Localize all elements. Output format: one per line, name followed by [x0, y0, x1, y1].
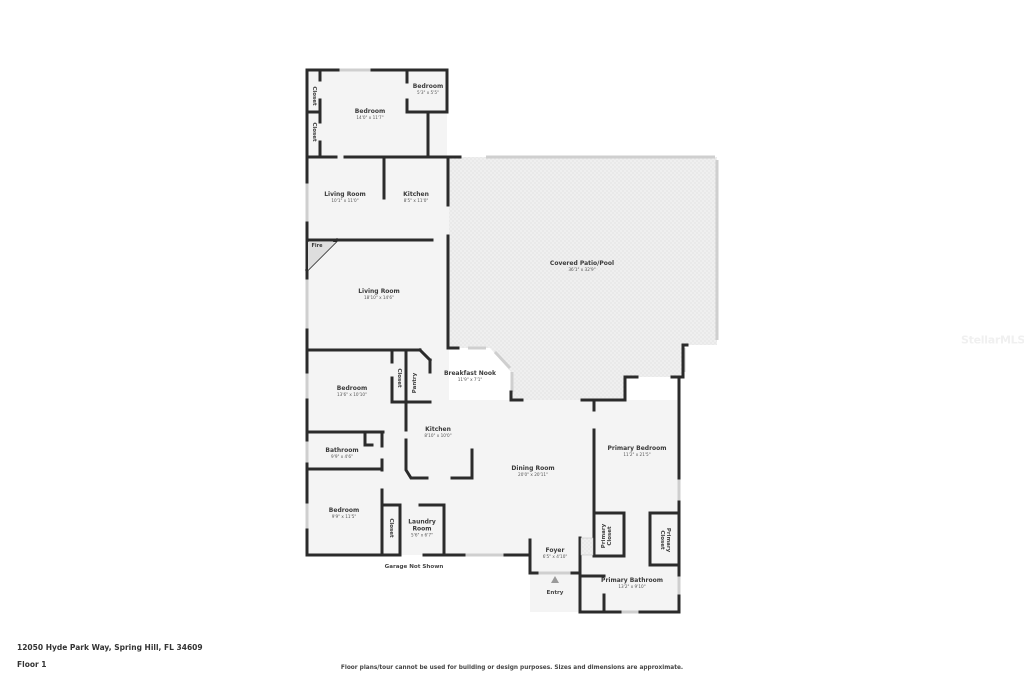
garage-note: Garage Not Shown	[384, 564, 444, 570]
room-name: Living Room	[324, 191, 366, 199]
room-dim: 8'10" x 10'0"	[424, 433, 452, 439]
room-dim: 9'9" x 4'6"	[331, 454, 353, 460]
column	[580, 537, 594, 556]
room-dim: 5'3" x 5'5"	[417, 90, 439, 96]
room-living-room-main: Living Room 18'10" x 14'6"	[358, 288, 400, 301]
room-dim: 18'10" x 14'6"	[364, 295, 394, 301]
room-name: Bedroom	[336, 385, 368, 393]
room-name: Bedroom	[328, 507, 360, 515]
room-name: Kitchen	[425, 426, 451, 434]
room-dim: 11'2" x 21'5"	[623, 452, 651, 458]
entry-arrow-icon	[551, 576, 559, 583]
closet-label-top: Closet	[311, 86, 318, 106]
room-primary-bedroom: Primary Bedroom 11'2" x 21'5"	[607, 445, 667, 458]
fireplace	[308, 242, 336, 270]
pantry-label: Pantry	[411, 372, 418, 394]
room-dim: 13'2" x 9'10"	[618, 584, 646, 590]
room-bathroom: Bathroom 9'9" x 4'6"	[325, 447, 359, 460]
room-dim: 9'9" x 11'5"	[331, 514, 357, 520]
room-dim: 10'1" x 11'0"	[331, 198, 359, 204]
room-bedroom-mid: Bedroom 13'6" x 10'10"	[336, 385, 368, 398]
room-bedroom-top: Bedroom 14'0" x 11'7"	[354, 108, 386, 121]
closet-label-bedroom: Closet	[396, 368, 403, 388]
room-laundry: Laundry Room 5'6" x 6'7"	[407, 518, 437, 539]
closet-label-mid: Closet	[311, 122, 318, 142]
room-name: Living Room	[358, 288, 400, 296]
room-name: Breakfast Nook	[443, 370, 497, 378]
room-dim: 11'9" x 7'1"	[457, 377, 483, 383]
patio-area	[449, 157, 717, 400]
room-kitchen-upper: Kitchen 8'5" x 11'0"	[403, 191, 429, 204]
room-name: Bedroom	[354, 108, 386, 116]
room-dim: 20'0" x 20'11"	[518, 472, 548, 478]
room-name: Kitchen	[403, 191, 429, 199]
room-name: Primary Bedroom	[607, 445, 667, 453]
room-name: Primary Bathroom	[601, 577, 663, 585]
room-name: Bathroom	[325, 447, 359, 455]
room-bedroom-lower: Bedroom 9'9" x 11'5"	[328, 507, 360, 520]
disclaimer: Floor plans/tour cannot be used for buil…	[340, 665, 684, 671]
room-foyer: Foyer 6'5" x 4'10"	[542, 547, 568, 560]
room-living-room-upper: Living Room 10'1" x 11'0"	[324, 191, 366, 204]
primary-closet-right-label: Primary Closet	[659, 527, 672, 553]
floor-label: Floor 1	[17, 660, 47, 669]
room-dim: 36'1" x 32'9"	[568, 267, 596, 273]
watermark: StellarMLS	[961, 333, 1024, 347]
room-name: Foyer	[545, 547, 565, 555]
room-name: Bedroom	[412, 83, 444, 91]
entry-label: Entry	[546, 590, 564, 596]
room-bedroom-small: Bedroom 5'3" x 5'5"	[412, 83, 444, 96]
room-dining-room: Dining Room 20'0" x 20'11"	[511, 465, 555, 478]
walls	[304, 68, 689, 614]
room-name: Covered Patio/Pool	[549, 260, 615, 268]
room-dim: 14'0" x 11'7"	[356, 115, 384, 121]
room-dim: 13'6" x 10'10"	[337, 392, 367, 398]
room-covered-patio: Covered Patio/Pool 36'1" x 32'9"	[549, 260, 615, 273]
room-dim: 8'5" x 11'0"	[403, 198, 429, 204]
fire-label: Fire	[311, 243, 323, 250]
room-dim: 6'5" x 4'10"	[542, 554, 568, 560]
closet-label-laundry: Closet	[388, 518, 395, 538]
room-name: Laundry Room	[408, 518, 436, 533]
fire-text: Fire	[311, 243, 323, 250]
primary-closet-left-label: Primary Closet	[600, 523, 613, 549]
property-address: 12050 Hyde Park Way, Spring Hill, FL 346…	[17, 643, 203, 652]
room-name: Dining Room	[511, 465, 555, 473]
room-kitchen-main: Kitchen 8'10" x 10'0"	[424, 426, 452, 439]
windows	[305, 68, 719, 614]
room-dim: 5'6" x 6'7"	[411, 532, 433, 538]
room-primary-bathroom: Primary Bathroom 13'2" x 9'10"	[601, 577, 663, 590]
room-breakfast-nook: Breakfast Nook 11'9" x 7'1"	[443, 370, 497, 383]
